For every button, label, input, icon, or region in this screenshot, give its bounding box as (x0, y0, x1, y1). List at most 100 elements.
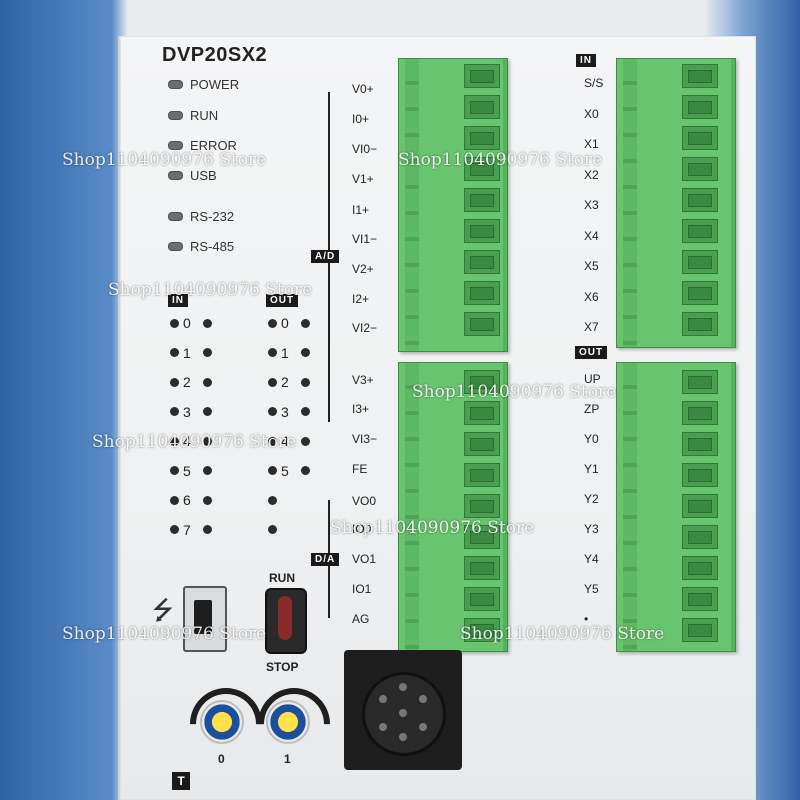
out-indicator-tag: OUT (266, 294, 299, 307)
terminal-screw-slot[interactable] (464, 250, 500, 274)
digital-out-terminal-label: Y1 (584, 462, 599, 476)
led-icon (168, 110, 183, 120)
analog-terminal-label: IO0 (352, 522, 372, 536)
terminal-screw-slot[interactable] (464, 463, 500, 487)
terminal-screw-slot[interactable] (682, 525, 718, 549)
led-icon (301, 407, 310, 416)
terminal-screw-slot[interactable] (682, 188, 718, 212)
pin (399, 733, 407, 741)
terminal-screw-slot[interactable] (464, 370, 500, 394)
digital-out-terminal-label: UP (584, 372, 601, 386)
led-usb: USB (168, 167, 217, 183)
led-error: ERROR (168, 137, 237, 153)
potentiometer-0[interactable] (200, 700, 244, 744)
digital-in-tag: IN (576, 54, 596, 67)
analog-terminal-label: I0+ (352, 112, 370, 126)
terminal-screw-slot[interactable] (682, 587, 718, 611)
led-icon (301, 318, 310, 328)
terminal-screw-slot[interactable] (464, 95, 500, 119)
watermark: Shop1104090976 Store (62, 150, 267, 170)
din-comm-port[interactable] (344, 650, 462, 770)
terminal-screw-slot[interactable] (682, 556, 718, 580)
led-icon (268, 436, 277, 446)
terminal-screw-slot[interactable] (464, 618, 500, 642)
analog-terminal-label: V2+ (352, 262, 374, 276)
watermark: Shop1104090976 Store (92, 432, 297, 452)
led-icon (301, 466, 310, 475)
terminal-screw-slot[interactable] (682, 64, 718, 88)
terminal-screw-slot[interactable] (682, 494, 718, 518)
ad-tag: A/D (311, 250, 340, 263)
watermark: Shop1104090976 Store (62, 624, 267, 644)
analog-terminal-label: VI0− (352, 142, 378, 156)
digital-in-terminal-label: X1 (584, 137, 599, 151)
analog-terminal-label: V1+ (352, 172, 374, 186)
terminal-screw-slot[interactable] (682, 126, 718, 150)
led-icon (170, 348, 179, 357)
digital-in-terminal-label: S/S (584, 76, 604, 90)
terminal-block-digital-in[interactable] (616, 58, 736, 348)
out-indicator-row: 1 (268, 345, 310, 361)
led-icon (203, 495, 212, 505)
knob-label-0: 0 (218, 752, 225, 766)
digital-out-terminal-label: ZP (584, 402, 600, 416)
usb-port[interactable] (183, 586, 227, 652)
terminal-block-digital-out[interactable] (616, 362, 736, 652)
digital-out-terminal-label: Y3 (584, 522, 599, 536)
terminal-screw-slot[interactable] (464, 587, 500, 611)
terminal-screw-slot[interactable] (464, 188, 500, 212)
terminal-screw-slot[interactable] (682, 432, 718, 456)
terminal-screw-slot[interactable] (464, 525, 500, 549)
led-icon (203, 525, 212, 534)
terminal-screw-slot[interactable] (682, 157, 718, 181)
led-icon (168, 241, 183, 251)
out-indicator-row: 2 (268, 374, 310, 390)
digital-out-terminal-label: Y0 (584, 432, 599, 446)
digital-out-terminal-label: Y2 (584, 492, 599, 506)
terminal-screw-slot[interactable] (682, 618, 718, 642)
in-indicator-row: 4 (170, 433, 212, 449)
out-indicator-row: 3 (268, 404, 310, 420)
digital-in-terminal-label: X3 (584, 198, 599, 212)
watermark: Shop1104090976 Store (330, 518, 535, 538)
terminal-screw-slot[interactable] (464, 494, 500, 518)
led-icon (268, 495, 277, 505)
potentiometer-1[interactable] (266, 700, 310, 744)
led-icon (301, 348, 310, 357)
terminal-screw-slot[interactable] (464, 432, 500, 456)
terminal-screw-slot[interactable] (682, 312, 718, 336)
terminal-screw-slot[interactable] (682, 370, 718, 394)
t-badge: T (172, 772, 190, 790)
terminal-screw-slot[interactable] (464, 64, 500, 88)
led-icon (168, 211, 183, 221)
led-icon (268, 466, 277, 475)
terminal-screw-slot[interactable] (464, 401, 500, 425)
digital-out-tag: OUT (575, 346, 608, 359)
out-indicator-row (268, 523, 277, 537)
led-icon (268, 377, 277, 387)
digital-out-terminal-label: Y4 (584, 552, 599, 566)
terminal-screw-slot[interactable] (682, 401, 718, 425)
terminal-screw-slot[interactable] (682, 463, 718, 487)
terminal-screw-slot[interactable] (464, 157, 500, 181)
terminal-screw-slot[interactable] (464, 281, 500, 305)
led-icon (203, 377, 212, 387)
terminal-screw-slot[interactable] (682, 250, 718, 274)
knob-label-1: 1 (284, 752, 291, 766)
run-stop-switch[interactable] (265, 588, 307, 654)
led-icon (168, 140, 183, 150)
analog-terminal-label: AG (352, 612, 370, 626)
led-icon (170, 377, 179, 387)
terminal-screw-slot[interactable] (464, 312, 500, 336)
watermark: Shop1104090976 Store (460, 624, 665, 644)
digital-in-terminal-label: X5 (584, 259, 599, 273)
terminal-screw-slot[interactable] (464, 126, 500, 150)
terminal-screw-slot[interactable] (682, 281, 718, 305)
terminal-screw-slot[interactable] (682, 219, 718, 243)
terminal-screw-slot[interactable] (464, 219, 500, 243)
analog-terminal-label: I2+ (352, 292, 370, 306)
terminal-screw-slot[interactable] (682, 95, 718, 119)
led-run: RUN (168, 107, 218, 123)
terminal-screw-slot[interactable] (464, 556, 500, 580)
led-icon (170, 466, 179, 475)
